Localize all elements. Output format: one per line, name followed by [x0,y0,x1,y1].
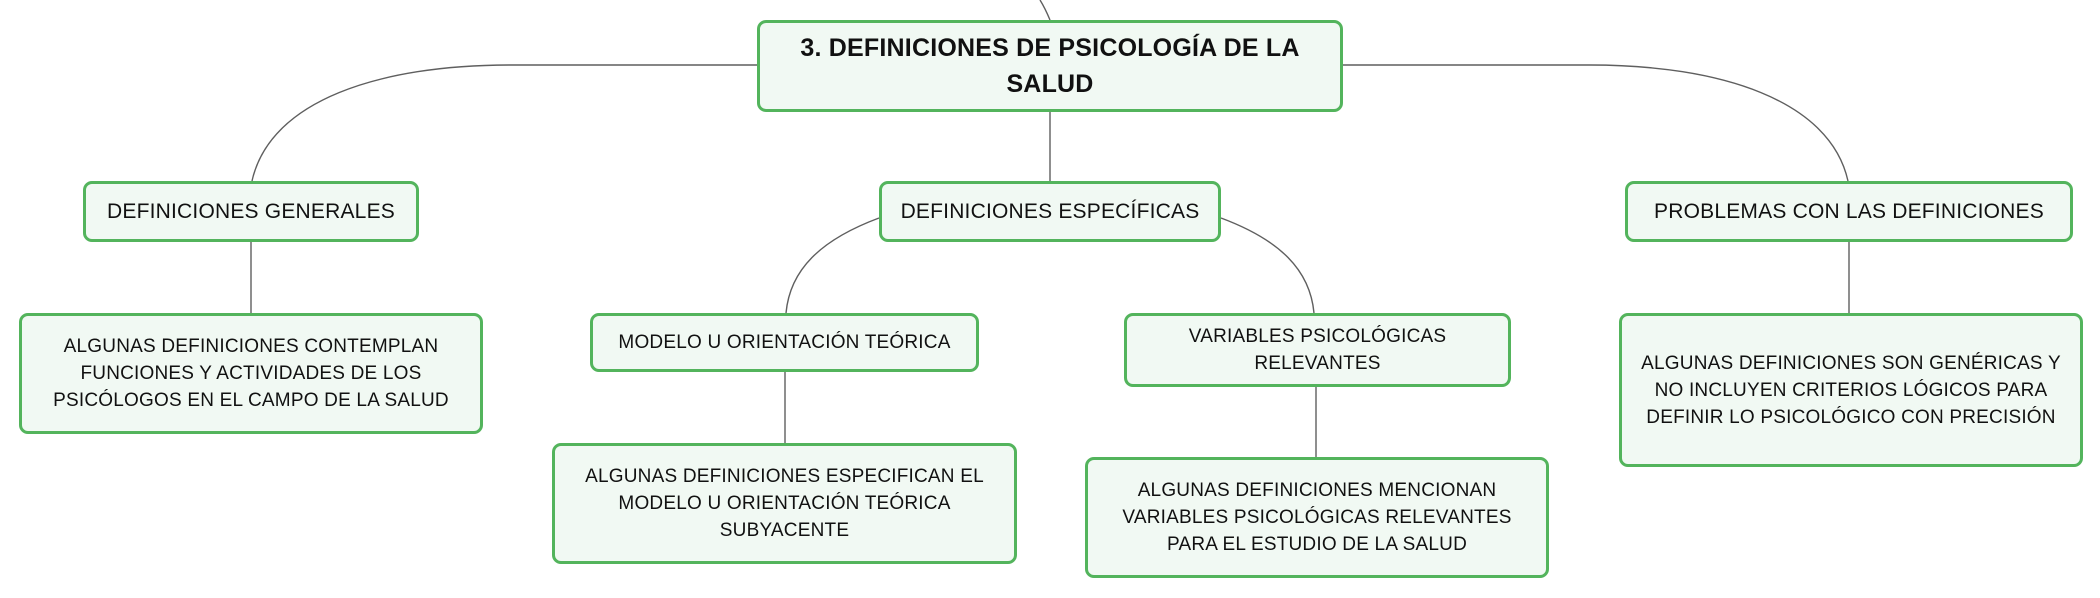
subtopic-variables-psicologicas[interactable]: VARIABLES PSICOLÓGICAS RELEVANTES [1124,313,1511,387]
leaf-variables-relevantes[interactable]: ALGUNAS DEFINICIONES MENCIONAN VARIABLES… [1085,457,1549,578]
leaf-modelo-subyacente[interactable]: ALGUNAS DEFINICIONES ESPECIFICAN EL MODE… [552,443,1017,564]
leaf-label: ALGUNAS DEFINICIONES SON GENÉRICAS Y NO … [1641,352,2061,428]
connector-especificas-variables [1220,217,1315,314]
subtopic-modelo-orientacion[interactable]: MODELO U ORIENTACIÓN TEÓRICA [590,313,979,372]
root-topic-node[interactable]: 3. DEFINICIONES DE PSICOLOGÍA DE LA SALU… [757,20,1343,112]
leaf-label: ALGUNAS DEFINICIONES ESPECIFICAN EL MODE… [585,466,984,541]
leaf-label: ALGUNAS DEFINICIONES MENCIONAN VARIABLES… [1122,480,1512,555]
branch-label: DEFINICIONES GENERALES [107,199,395,223]
connector-especificas-modelo [785,217,880,314]
connector-root-problemas [1343,64,1849,182]
connector-from-parent [1039,0,1051,21]
leaf-definiciones-genericas[interactable]: ALGUNAS DEFINICIONES SON GENÉRICAS Y NO … [1619,313,2083,467]
branch-problemas-definiciones[interactable]: PROBLEMAS CON LAS DEFINICIONES [1625,181,2073,242]
subtopic-label: VARIABLES PSICOLÓGICAS RELEVANTES [1188,326,1447,374]
branch-label: PROBLEMAS CON LAS DEFINICIONES [1654,199,2044,223]
connector-root-generales [251,64,757,182]
branch-definiciones-generales[interactable]: DEFINICIONES GENERALES [83,181,419,242]
leaf-label: ALGUNAS DEFINICIONES CONTEMPLAN FUNCIONE… [53,336,449,411]
branch-definiciones-especificas[interactable]: DEFINICIONES ESPECÍFICAS [879,181,1221,242]
branch-label: DEFINICIONES ESPECÍFICAS [900,199,1200,223]
subtopic-label: MODELO U ORIENTACIÓN TEÓRICA [618,332,951,353]
root-topic-label: 3. DEFINICIONES DE PSICOLOGÍA DE LA SALU… [800,34,1300,98]
leaf-funciones-actividades[interactable]: ALGUNAS DEFINICIONES CONTEMPLAN FUNCIONE… [19,313,483,434]
